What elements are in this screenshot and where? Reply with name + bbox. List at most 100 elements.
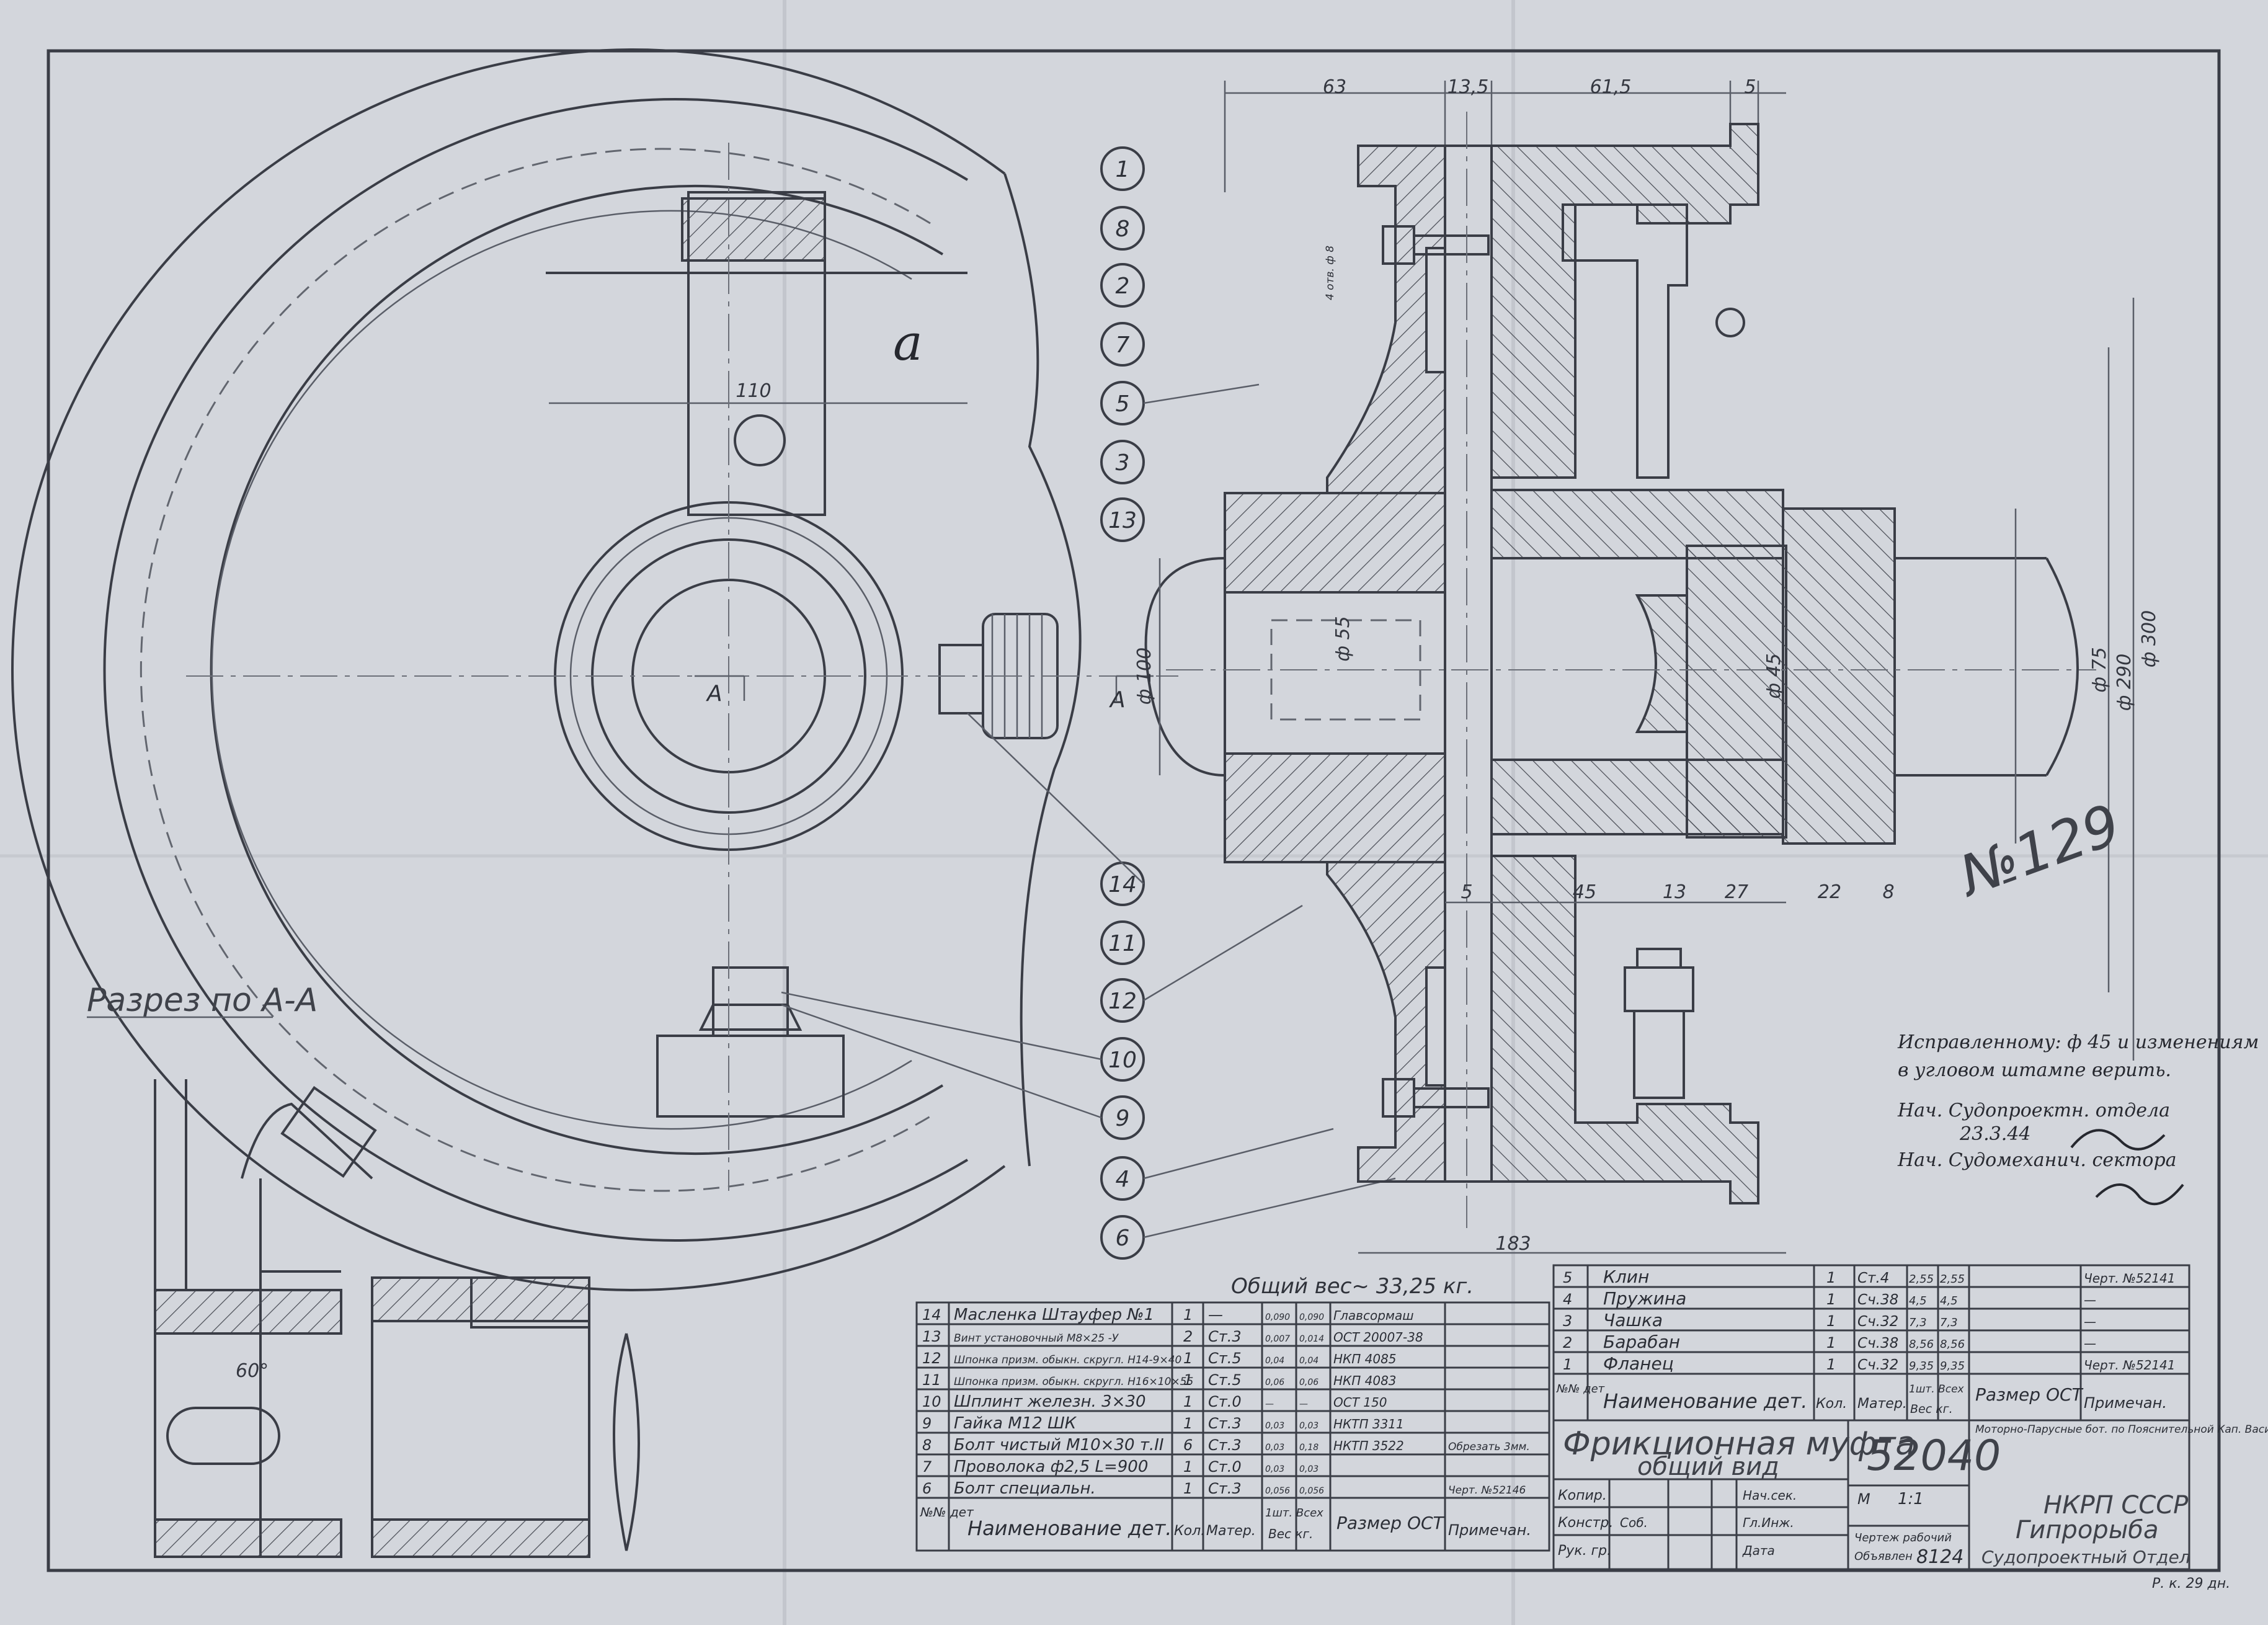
callout-13: 13 bbox=[1108, 508, 1137, 533]
parts-table-right bbox=[1552, 1264, 2190, 1422]
part-name: Пружина bbox=[1603, 1288, 1686, 1309]
part-qty: 2 bbox=[1183, 1328, 1193, 1345]
note-line-5: Нач. Судомеханич. сектора bbox=[1897, 1149, 2177, 1171]
part-weight-total: 0,014 bbox=[1299, 1334, 1324, 1344]
part-weight-each: 0,03 bbox=[1265, 1421, 1284, 1431]
part-weight-each: 8,56 bbox=[1909, 1338, 1934, 1351]
part-qty: 1 bbox=[1183, 1393, 1193, 1410]
part-qty: 1 bbox=[1826, 1334, 1836, 1351]
dim-110: 110 bbox=[736, 380, 771, 402]
part-weight-total: 8,56 bbox=[1940, 1338, 1965, 1351]
drawing-subtitle: общий вид bbox=[1637, 1453, 1779, 1481]
front-view bbox=[11, 48, 1178, 1291]
hdr-r-qty: Кол. bbox=[1816, 1396, 1847, 1412]
part-weight-each: 9,35 bbox=[1909, 1360, 1934, 1373]
dim-45: 45 bbox=[1573, 881, 1596, 903]
drawing-number: 52040 bbox=[1867, 1431, 2001, 1480]
part-name: Гайка М12 ШК bbox=[954, 1414, 1077, 1433]
part-material: — bbox=[1208, 1306, 1223, 1324]
part-name: Фланец bbox=[1603, 1353, 1674, 1374]
callout-5: 5 bbox=[1116, 391, 1130, 417]
part-name: Болт чистый М10×30 т.II bbox=[954, 1436, 1164, 1454]
part-number: 2 bbox=[1563, 1334, 1572, 1351]
dim-dia-100: ф 100 bbox=[1134, 648, 1155, 705]
note-line-3: Нач. Судопроектн. отдела bbox=[1897, 1100, 2170, 1121]
part-weight-total: — bbox=[1299, 1399, 1308, 1409]
part-material: Ст.3 bbox=[1208, 1436, 1242, 1454]
note-line-4: 23.3.44 bbox=[1959, 1123, 2031, 1145]
part-weight-total: 2,55 bbox=[1940, 1273, 1965, 1286]
dim-183: 183 bbox=[1495, 1233, 1531, 1255]
part-standard: НКП 4083 bbox=[1333, 1373, 1397, 1388]
dim-61-5: 61,5 bbox=[1590, 76, 1632, 98]
section-mark-left: А bbox=[706, 681, 723, 706]
part-standard: Главсормаш bbox=[1333, 1308, 1414, 1323]
dim-dia-75: ф 75 bbox=[2089, 647, 2110, 692]
part-weight-total: 9,35 bbox=[1940, 1360, 1965, 1373]
total-weight: Общий вес~ 33,25 кг. bbox=[1231, 1274, 1474, 1299]
section-view bbox=[1144, 81, 2135, 1254]
part-qty: 1 bbox=[1183, 1371, 1193, 1389]
dim-27: 27 bbox=[1725, 881, 1748, 903]
part-weight-each: 0,04 bbox=[1265, 1356, 1284, 1366]
dim-5: 5 bbox=[1461, 881, 1472, 903]
part-number: 5 bbox=[1563, 1269, 1572, 1286]
part-weight-each: 2,55 bbox=[1909, 1273, 1934, 1286]
signature-2 bbox=[2095, 1183, 2184, 1206]
note-line-2: в угловом штампе верить. bbox=[1898, 1059, 2171, 1081]
part-name: Болт специальн. bbox=[954, 1479, 1096, 1498]
org-2: Гипрорыба bbox=[2016, 1516, 2158, 1544]
part-weight-total: 4,5 bbox=[1940, 1294, 1958, 1307]
hdr-name: Наименование дет. bbox=[967, 1516, 1172, 1540]
dim-dia-290: ф 290 bbox=[2114, 654, 2135, 711]
part-standard: НКТП 3311 bbox=[1333, 1417, 1404, 1431]
sheet-number: №129 bbox=[1949, 792, 2128, 910]
part-number: 6 bbox=[922, 1480, 932, 1497]
part-number: 8 bbox=[922, 1436, 932, 1454]
part-name: Винт установочный М8×25 -У bbox=[954, 1332, 1119, 1345]
part-weight-each: — bbox=[1265, 1399, 1274, 1409]
sheet-value: 8124 bbox=[1916, 1546, 1963, 1568]
role-3: Рук. гр. bbox=[1558, 1543, 1611, 1559]
part-weight-each: 4,5 bbox=[1909, 1294, 1927, 1307]
part-name: Масленка Штауфер №1 bbox=[954, 1306, 1154, 1324]
hdr-r-name: Наименование дет. bbox=[1603, 1389, 1807, 1413]
part-qty: 1 bbox=[1826, 1356, 1836, 1373]
part-material: Ст.3 bbox=[1208, 1328, 1242, 1345]
part-qty: 1 bbox=[1183, 1458, 1193, 1476]
part-number: 1 bbox=[1563, 1356, 1572, 1373]
callout-4: 4 bbox=[1116, 1167, 1130, 1192]
part-weight-total: 0,090 bbox=[1299, 1312, 1324, 1322]
hdr-n: №№ дет bbox=[920, 1505, 974, 1520]
part-number: 14 bbox=[922, 1306, 941, 1324]
hdr-r-mat: Матер. bbox=[1857, 1396, 1907, 1412]
project-note: Моторно-Парусные бот. по Пояснительной К… bbox=[1975, 1423, 2268, 1436]
part-weight-total: 0,06 bbox=[1299, 1378, 1319, 1387]
hdr-r-n: №№ дет bbox=[1556, 1382, 1605, 1396]
scale-value: 1:1 bbox=[1898, 1490, 1924, 1508]
part-weight-total: 0,03 bbox=[1299, 1421, 1319, 1431]
note-line-1: Исправленному: ф 45 и изменениям bbox=[1897, 1031, 2259, 1053]
part-material: Сч.32 bbox=[1857, 1357, 1898, 1373]
part-material: Ст.0 bbox=[1208, 1458, 1242, 1476]
dim-8: 8 bbox=[1882, 881, 1894, 903]
callout-2: 2 bbox=[1116, 274, 1130, 299]
part-material: Ст.5 bbox=[1208, 1371, 1242, 1389]
part-material: Ст.3 bbox=[1208, 1415, 1242, 1432]
hdr-ost: Размер ОСТ bbox=[1336, 1513, 1445, 1533]
part-name: Клин bbox=[1603, 1267, 1649, 1287]
org-1: НКРП СССР bbox=[2043, 1491, 2189, 1520]
callout-11: 11 bbox=[1108, 931, 1137, 956]
part-weight-each: 7,3 bbox=[1909, 1316, 1927, 1329]
callout-6: 6 bbox=[1116, 1226, 1130, 1251]
part-qty: 1 bbox=[1183, 1480, 1193, 1497]
dim-angle-60: 60° bbox=[236, 1360, 269, 1382]
part-number: 4 bbox=[1563, 1291, 1572, 1308]
hdr-r-ost: Размер ОСТ bbox=[1975, 1384, 2084, 1405]
part-name: Барабан bbox=[1603, 1332, 1680, 1352]
section-aa bbox=[154, 1079, 640, 1558]
sheet-label-2: Объявлен bbox=[1854, 1550, 1913, 1563]
